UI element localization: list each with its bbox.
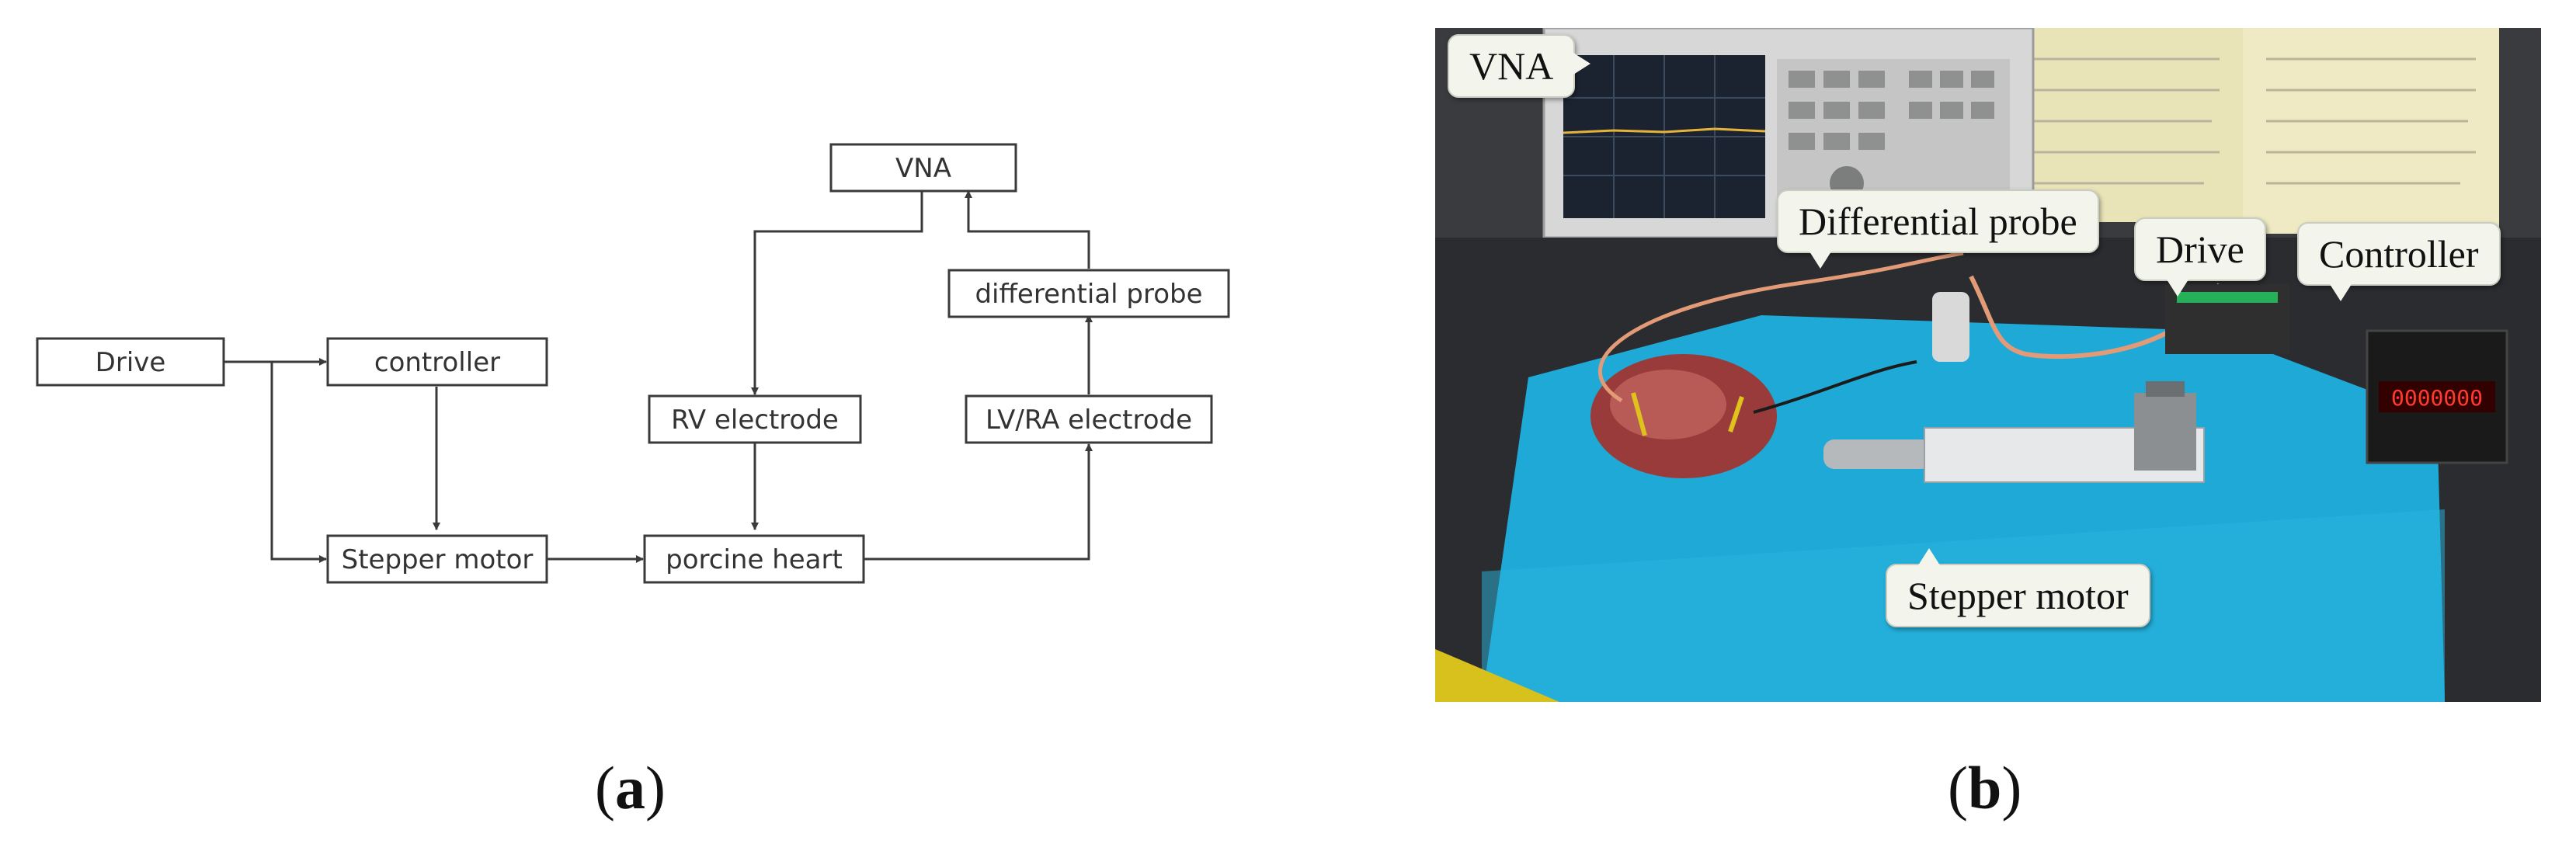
node-controller-label: controller — [374, 347, 500, 378]
node-porcine-heart: porcine heart — [643, 534, 865, 584]
node-lv-ra-electrode-label: LV/RA electrode — [986, 405, 1192, 436]
node-differential-probe: differential probe — [947, 269, 1230, 318]
photo-scene: 0000000 — [1435, 28, 2541, 702]
panel-b-letter: b — [1967, 754, 2002, 821]
porcine-heart-sample — [1590, 354, 1777, 478]
connectors — [224, 190, 1093, 563]
panel-a-caption: (a) — [595, 754, 666, 821]
controller-display-value: 0000000 — [2391, 385, 2483, 411]
stepper-motor-device — [1823, 381, 2205, 483]
node-drive-label: Drive — [96, 347, 166, 378]
node-vna-label: VNA — [895, 153, 951, 184]
paper-sheet-right — [2243, 28, 2499, 234]
callout-stepper-motor: Stepper motor — [1886, 548, 2150, 627]
callout-vna: VNA — [1448, 34, 1591, 98]
edge-differential-probe-vna — [965, 190, 1090, 269]
node-rv-electrode-label: RV electrode — [671, 405, 839, 436]
node-lv-ra-electrode: LV/RA electrode — [965, 394, 1213, 444]
controller-device: 0000000 — [2366, 329, 2508, 464]
differential-probe-device — [1932, 292, 1969, 362]
panel-a-letter: a — [614, 754, 645, 821]
edge-vna-rv-electrode — [751, 191, 923, 395]
edge-drive-stepper-motor — [270, 362, 327, 563]
node-vna: VNA — [829, 143, 1017, 193]
node-rv-electrode: RV electrode — [648, 394, 862, 444]
edge-porcine-heart-lv-ra-electrode — [864, 443, 1093, 561]
panel-b-caption: (b) — [1948, 754, 2022, 821]
node-stepper-motor-label: Stepper motor — [342, 544, 534, 575]
node-porcine-heart-label: porcine heart — [666, 544, 843, 575]
vna-instrument — [1542, 28, 2035, 239]
node-drive: Drive — [36, 337, 225, 387]
controller-display — [2379, 381, 2495, 412]
node-differential-probe-label: differential probe — [975, 279, 1202, 310]
node-controller: controller — [326, 337, 548, 387]
callout-controller: Controller — [2297, 222, 2501, 301]
node-stepper-motor: Stepper motor — [326, 534, 548, 584]
callout-drive: Drive — [2134, 217, 2266, 297]
block-diagram: Drive controller Stepper motor porcine h… — [36, 143, 1230, 584]
setup-photo: 0000000 VNA Differential probe Drive Con… — [1435, 28, 2541, 702]
callout-differential-probe: Differential probe — [1777, 189, 2099, 269]
